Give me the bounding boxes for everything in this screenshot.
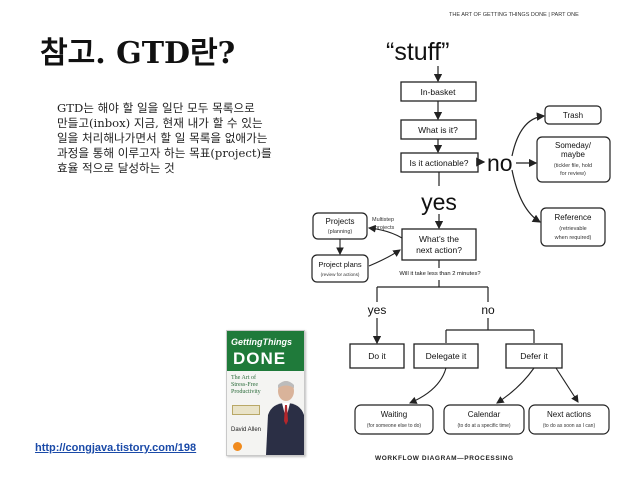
calendar-box [443, 404, 525, 435]
someday-line4: for review) [560, 171, 586, 177]
arrow-defer-to-calendar [496, 367, 535, 404]
next-action-line2: next action? [416, 245, 462, 255]
multistep-line1: Multistep [372, 217, 394, 223]
two-minutes-label: Will it take less than 2 minutes? [399, 271, 481, 277]
calendar-line1: Calendar [468, 410, 501, 419]
source-link[interactable]: http://congjava.tistory.com/198 [35, 442, 197, 454]
yes-small-label: yes [368, 303, 387, 317]
next-actions-line2: (to do as soon as I can) [543, 423, 596, 429]
book-cover: GettingThings DONE The Art of Stress-Fre… [226, 330, 305, 456]
split-line [376, 280, 489, 302]
project-plans-line2: (review for actions) [321, 272, 360, 277]
trash-label: Trash [563, 111, 583, 120]
author-photo [266, 381, 304, 455]
what-is-it-label: What is it? [418, 125, 458, 135]
bestseller-badge [232, 405, 260, 415]
do-it-box [349, 343, 405, 369]
book-title-top: GettingThings [231, 337, 292, 347]
split-no-line [445, 318, 535, 343]
diagram-footer: WORKFLOW DIAGRAM—PROCESSING [375, 455, 514, 462]
yes-big-label: yes [421, 189, 457, 215]
calendar-line2: (to do at a specific time) [457, 423, 510, 429]
waiting-line1: Waiting [381, 410, 407, 419]
someday-line3: (tickler file, hold [554, 163, 592, 169]
arrow-defer-to-nextactions [555, 367, 579, 403]
next-actions-line1: Next actions [547, 410, 591, 419]
publisher-logo [233, 442, 242, 451]
no-big-label: no [487, 150, 513, 176]
waiting-line2: (for someone else to do) [367, 423, 422, 429]
defer-it-label: Defer it [520, 351, 548, 361]
waiting-box [354, 404, 434, 435]
book-subtitle: The Art of Stress-Free Productivity [231, 375, 261, 395]
stuff-label: “stuff” [386, 38, 449, 66]
arrow-delegate-to-waiting [408, 367, 447, 404]
arrow-no-to-trash [511, 112, 546, 157]
next-action-box [401, 228, 477, 261]
diagram-header: THE ART OF GETTING THINGS DONE | PART ON… [449, 12, 579, 18]
projects-line1: Projects [326, 217, 355, 226]
someday-line1: Someday/ [555, 141, 592, 150]
projects-line2: (planning) [328, 229, 353, 235]
arrow-no-to-reference [511, 169, 542, 223]
next-action-line1: What’s the [419, 234, 459, 244]
defer-it-box [505, 343, 563, 369]
is-actionable-label: Is it actionable? [409, 158, 468, 168]
reference-line3: when required) [554, 235, 592, 241]
reference-line2: (retrievable [559, 226, 587, 232]
book-title-main: DONE [233, 349, 287, 368]
slide-title: 참고. GTD란? [40, 36, 236, 71]
reference-line1: Reference [555, 213, 592, 222]
arrow-plans-to-nextaction [368, 249, 401, 267]
book-author: David Allen [231, 427, 262, 433]
multistep-line2: projects [375, 225, 395, 231]
someday-line2: maybe [561, 150, 586, 159]
arrow-nextaction-to-projects [367, 224, 403, 239]
reference-box [540, 207, 606, 247]
no-small-label: no [481, 303, 495, 317]
do-it-label: Do it [368, 351, 386, 361]
book-cover-band [227, 331, 304, 371]
delegate-it-box [413, 343, 479, 369]
delegate-it-label: Delegate it [426, 351, 467, 361]
next-actions-box [528, 404, 610, 435]
slide-body-text: GTD는 해야 할 일을 일단 모두 목록으로 만들고(inbox) 지금, 현… [57, 101, 272, 175]
project-plans-line1: Project plans [318, 260, 362, 269]
someday-box [536, 136, 611, 183]
trash-box [544, 105, 602, 125]
in-basket-label: In-basket [421, 87, 457, 97]
